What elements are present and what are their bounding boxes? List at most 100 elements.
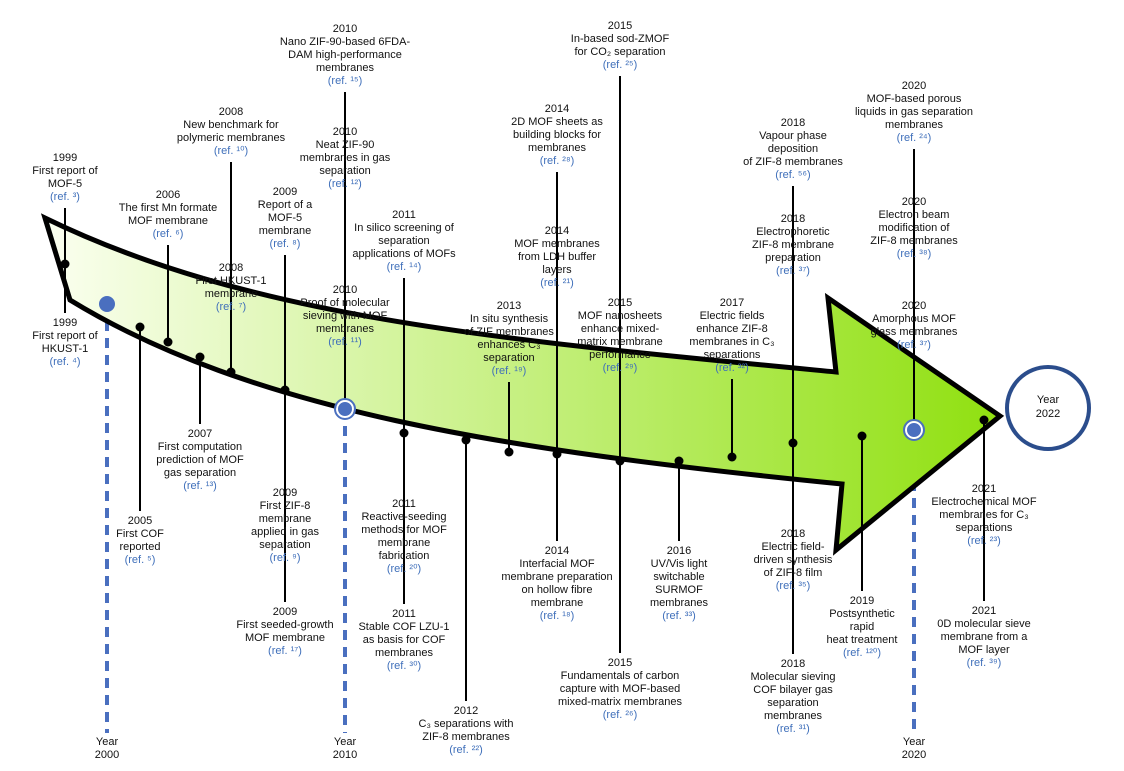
event-reference: (ref. ⁶): [152, 228, 184, 240]
event-year: 2017: [719, 297, 745, 309]
event-description: enhance mixed-: [580, 323, 660, 335]
event-reference: (ref. ²⁹): [602, 362, 638, 374]
event-year: 2009: [272, 186, 298, 198]
event-year: 2016: [666, 545, 692, 557]
event-dot: [280, 385, 290, 395]
event-description: Electric field-: [761, 541, 825, 553]
event-description: for CO₂ separation: [574, 46, 666, 58]
event-description: Postsynthetic: [829, 608, 895, 620]
year-marker-ring: [334, 398, 356, 420]
event-description: of ZIF-8 membranes: [743, 156, 843, 168]
event-dot: [788, 438, 798, 448]
event-description: C₃ separations with: [418, 718, 514, 730]
event-description: Nano ZIF-90-based 6FDA-: [279, 36, 411, 48]
event-reference: (ref. ¹⁸): [539, 610, 575, 622]
event-year: 2020: [901, 196, 927, 208]
event-description: Reactive-seeding: [361, 511, 447, 523]
event-year: 2005: [127, 515, 153, 527]
end-year-circle: [1005, 365, 1091, 451]
year-marker-dot: [99, 296, 115, 312]
event-year: 2018: [780, 117, 806, 129]
event-description: First seeded-growth: [236, 619, 334, 631]
event-dot: [135, 322, 145, 332]
event-reference: (ref. ²⁴): [896, 132, 932, 144]
event-description: building blocks for: [512, 129, 602, 141]
event-description: membranes: [315, 323, 375, 335]
event-year: 2007: [187, 428, 213, 440]
event-reference: (ref. ¹⁷): [268, 645, 302, 657]
event-description: First report of: [32, 330, 98, 342]
event-description: Report of a: [257, 199, 313, 211]
event-year: 2015: [607, 657, 633, 669]
event-description: In silico screening of: [354, 222, 454, 234]
event-description: ZIF-8 membranes: [870, 235, 958, 247]
event-description: of ZIF membranes: [464, 326, 554, 338]
event-dot: [461, 435, 471, 445]
event-description: enhance ZIF-8: [696, 323, 768, 335]
event-description: separation: [483, 352, 535, 364]
event-year: 2021: [971, 483, 997, 495]
event-reference: (ref. ³¹): [776, 723, 810, 735]
event-description: ZIF-8 membrane: [752, 239, 834, 251]
event-description: from LDH buffer: [517, 251, 597, 263]
event-year: 1999: [52, 317, 78, 329]
event-year: 2008: [218, 262, 244, 274]
event-description: membrane: [530, 597, 584, 609]
event-description: membrane: [377, 537, 431, 549]
event-year: 2010: [332, 284, 358, 296]
event-reference: (ref. ³⁵): [775, 580, 811, 592]
event-description: Interfacial MOF: [519, 558, 595, 570]
event-description: glass membranes: [870, 326, 958, 338]
event-description: separation: [378, 235, 430, 247]
event-reference: (ref. ⁵⁶): [775, 169, 811, 181]
event-description: HKUST-1: [41, 343, 89, 355]
event-description: UV/Vis light: [650, 558, 708, 570]
event-description: membranes: [527, 142, 587, 154]
event-description: Fundamentals of carbon: [560, 670, 680, 682]
event-description: switchable: [653, 571, 705, 583]
event-description: In situ synthesis: [469, 313, 549, 325]
event-description: MOF layer: [958, 644, 1010, 656]
event-description: matrix membrane: [577, 336, 663, 348]
event-description: Electrochemical MOF: [931, 496, 1037, 508]
event-reference: (ref. ³⁹): [966, 657, 1002, 669]
event-description: capture with MOF-based: [559, 683, 681, 695]
event-dot: [615, 456, 625, 466]
event-reference: (ref. ³⁷): [897, 339, 931, 351]
event-description: sieving with MOF: [302, 310, 388, 322]
event-reference: (ref. ¹²⁰): [842, 647, 881, 659]
event-description: membranes in gas: [299, 152, 391, 164]
event-description: methods for MOF: [361, 524, 447, 536]
event-description: First HKUST-1: [195, 275, 267, 287]
event-year: 2015: [607, 297, 633, 309]
event-year: 2014: [544, 103, 570, 115]
event-description: fabrication: [378, 550, 430, 562]
event-description: membranes: [884, 119, 944, 131]
event-reference: (ref. ⁸): [269, 238, 301, 250]
event-description: New benchmark for: [183, 119, 279, 131]
event-description: deposition: [767, 143, 819, 155]
event-description: 2D MOF sheets as: [511, 116, 603, 128]
event-reference: (ref. ³²): [715, 362, 749, 374]
event-description: layers: [542, 264, 572, 276]
event-description: membrane preparation: [501, 571, 613, 583]
event-dot: [552, 449, 562, 459]
event-description: MOF membranes: [514, 238, 600, 250]
